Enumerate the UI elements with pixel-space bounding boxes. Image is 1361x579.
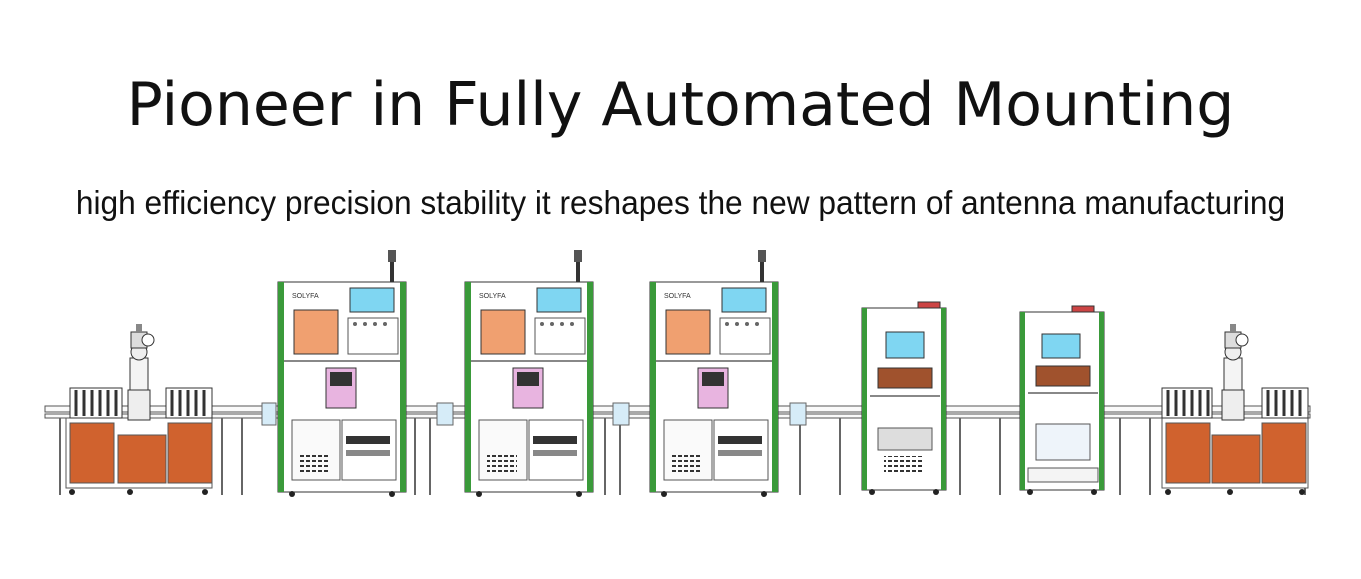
brand-label: SOLYFA [479, 293, 506, 300]
mounting-machine-3: SOLYFA [649, 250, 779, 497]
page-title: Pioneer in Fully Automated Mounting [126, 70, 1235, 140]
left-loading-station [65, 324, 213, 495]
transfer-carriers [261, 402, 807, 426]
right-unloading-station [1161, 324, 1309, 495]
brand-label: SOLYFA [664, 293, 691, 300]
brand-label: SOLYFA [292, 293, 319, 300]
mounting-machine-1: SOLYFA [277, 250, 407, 497]
production-line-illustration: SOLYFA SOLYFA [0, 240, 1361, 570]
inspection-machine-2 [1019, 305, 1105, 495]
page-subtitle: high efficiency precision stability it r… [75, 184, 1286, 221]
inspection-machine-1 [861, 301, 947, 495]
mounting-machine-2: SOLYFA [464, 250, 594, 497]
